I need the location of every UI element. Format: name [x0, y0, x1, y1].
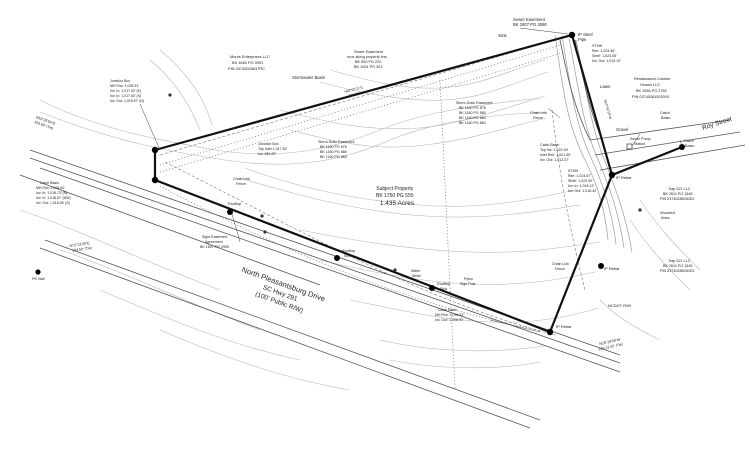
stormwater-basin-label: Stormwater Basin [292, 75, 326, 80]
ip-steel-pipe-label: IP Steel Pipe [578, 32, 594, 42]
dotted-offset-lines [159, 44, 566, 391]
chain-link-fence-a-label: Chain Link Fence [530, 111, 548, 120]
storm-drain-easement-a-label: Storm Drain Easement BK 1160 PG 876 BK 1… [318, 140, 355, 159]
trap-221-b-label: Trap 221 LLC BK 2611 PG 1545 PIN 0374028… [660, 259, 694, 273]
left-rw-callout: N53°25'05"E 103.58' (Tie) [34, 115, 57, 131]
catch-basin-right-label: Catch Basin [660, 111, 671, 120]
sink-label: Sink [498, 33, 508, 38]
bearing-n13-callout: N13°42'15"W [603, 99, 613, 120]
subject-property-label: Subject Property BK 1750 PG 555 1.435 Ac… [376, 177, 418, 207]
sewer-easement-2-label: Sewer Easement runs along property line,… [347, 50, 389, 69]
rooftop-a-label: Rooftop [228, 202, 241, 206]
catch-basin-far-right-label: Catch Basin [684, 139, 695, 148]
site-markers [168, 93, 642, 272]
wooded-area-label: Wooded Area [660, 210, 676, 220]
pylon-sign-post-label: Pylon Sign Post [460, 277, 475, 286]
bearing-mid-north-callout: N62°07'11"E 306.24' [344, 85, 366, 99]
chain-link-fences [159, 39, 586, 336]
sight-easement-label: Sight Easement Agreement BK 1607 PG 2595 [200, 235, 229, 249]
stmh-top-label: STMH Rim: 1,024.46' Shelf: 1,023.55' Inv… [592, 44, 621, 63]
stmh-mid-label: STMH Rim: 1,024.67' Shelf: 1,020.90' Inv… [568, 169, 597, 193]
left-rw-callout-2: N72°12'35"E 104.50' (Tie) [69, 241, 92, 253]
storm-drain-easement-b-label: Storm Drain Easement BK 1160 PG 876 BK 1… [456, 101, 493, 125]
boundary-corners [35, 31, 685, 336]
catch-basin-mid-label: Catch Basin Top Inv: 1,022.49' Inlet Rim… [540, 143, 572, 162]
catch-basin-left-label: Catch Basin MH Rim: 1,024.60' Inv. In: 1… [36, 181, 72, 205]
sewer-easement-top-label: Sewer Easement BK 1607 PG 2590 [513, 17, 547, 27]
label-leaders [139, 27, 683, 333]
property-boundary [153, 33, 683, 334]
roy-street-label: Roy Street [701, 116, 733, 132]
renaissance-label: Renaissance Custom Homes LLC BK 1556 PG … [632, 77, 671, 99]
bottom-right-rw-callout: N16°19'56"W 218.13.42' (Tie) [597, 337, 623, 351]
sewer-pump-station-label: Sewer Pump Station [630, 137, 652, 146]
catch-basin-bottom-label: Catch Basin MH Rim: 1,026.83' Inv. Out: … [435, 308, 465, 322]
chain-link-fence-c-label: Chain Link Fence [552, 262, 570, 271]
gravel-label: Gravel [616, 127, 628, 132]
ip-rebar-bottom-label: IP Rebar [556, 324, 572, 329]
lawn-label: Lawn [600, 84, 611, 89]
water-meter-label: Water Meter [411, 269, 422, 278]
morris-enterprises-label: Morris Enterprises LLC BK 1660 PG 0902 P… [228, 54, 271, 71]
ip-rebar-right-label: IP Rebar [616, 175, 632, 180]
pk-nail-label: PK Nail [32, 277, 45, 281]
rooftop-b-label: Rooftop Sink [342, 249, 356, 258]
contour-lines [19, 34, 701, 391]
north-pleasantsburg-drive-label: North Pleasantsburg Drive SC Hwy 291 (10… [234, 259, 332, 322]
ip-rebar-mid-label: IP Rebar [604, 266, 620, 271]
trap-221-a-label: Trap 221 LLC BK 2611 PG 1545 PIN 0374028… [660, 187, 694, 201]
junction-box-left-label: Junction Box MH Rim: 1,028.33' Inv. In: … [110, 79, 144, 103]
rooftop-c-label: Rooftop Sink [437, 282, 451, 291]
junction-box-mid-label: Junction Box Top Inlet 1,017.82' Inv. 98… [258, 142, 288, 156]
chain-link-fence-b-label: Chain Link Fence [233, 177, 251, 186]
ncdot-rw-label: NCDOT R/W [608, 303, 631, 308]
